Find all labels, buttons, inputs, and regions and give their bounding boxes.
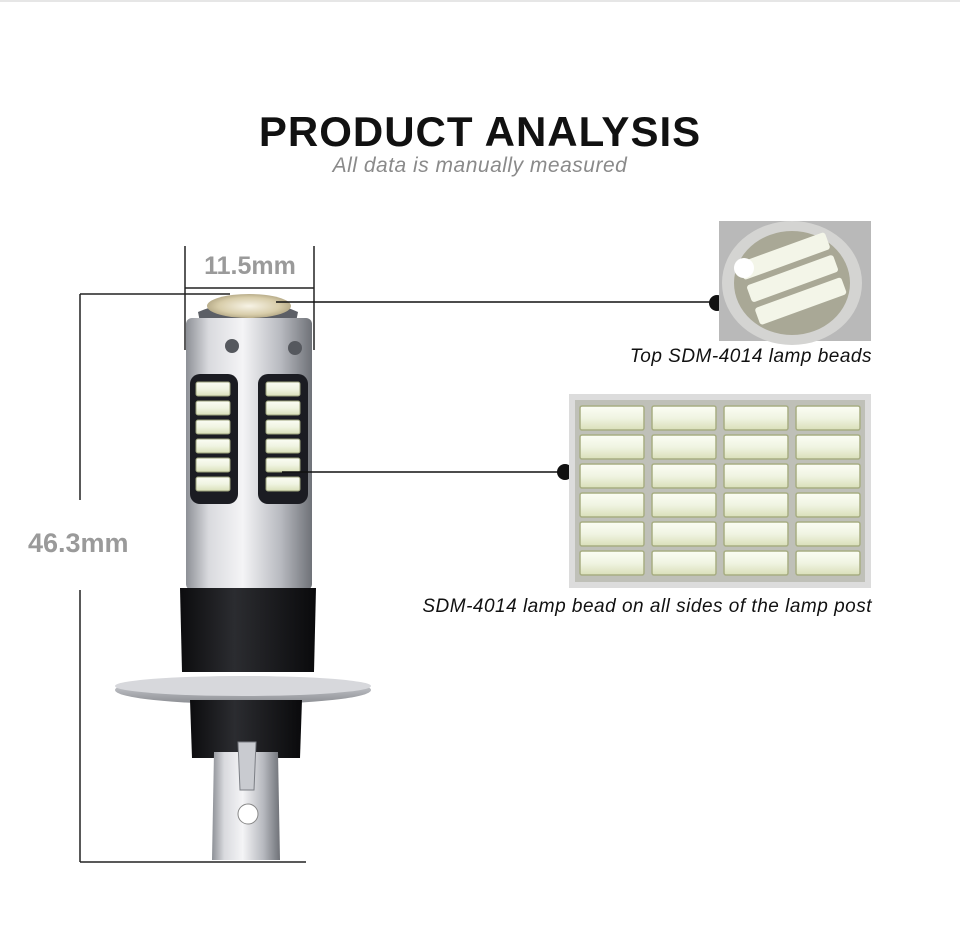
- top-divider: [0, 0, 960, 2]
- height-dimension-lines: [79, 293, 306, 863]
- callout-lines: [276, 301, 716, 473]
- width-dimension-lines: [184, 246, 315, 350]
- side-bead-caption: SDM-4014 lamp bead on all sides of the l…: [422, 596, 872, 617]
- top-bead-photo: [719, 221, 871, 345]
- width-dimension-label: 11.5mm: [204, 252, 296, 280]
- side-bead-grid: [569, 394, 871, 588]
- top-bead-caption: Top SDM-4014 lamp beads: [629, 346, 872, 367]
- height-dimension-label: 46.3mm: [28, 528, 129, 558]
- page-subtitle: All data is manually measured: [332, 154, 628, 177]
- bulb-illustration: [115, 294, 371, 860]
- page-title: PRODUCT ANALYSIS: [258, 108, 702, 155]
